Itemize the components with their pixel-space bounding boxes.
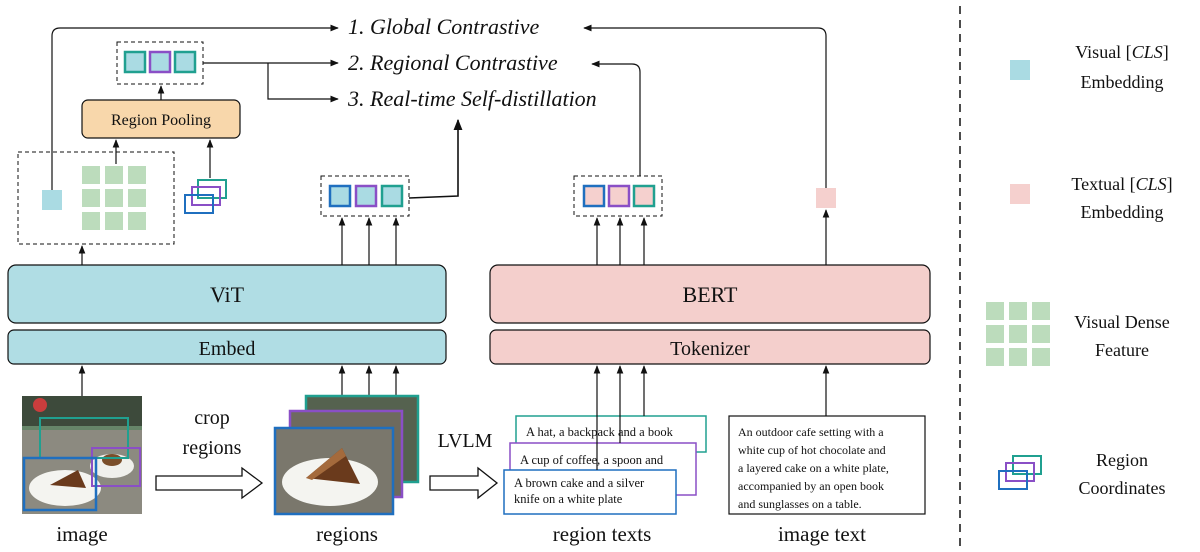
vit-region-group <box>320 175 410 217</box>
vit-output-group <box>17 151 175 245</box>
legend-visual-cls-label: Visual [CLS] <box>1075 42 1168 62</box>
vit-label: ViT <box>210 282 245 307</box>
tokenizer-block <box>489 329 931 365</box>
bert-region-emb-1 <box>582 184 606 208</box>
region-text-1: A hat, a backpack and a book <box>526 425 674 439</box>
region-pooling-label: Region Pooling <box>111 112 211 129</box>
legend-coords-label-2: Coordinates <box>1079 478 1166 498</box>
objective-distill: 3. Real-time Self-distillation <box>347 86 597 111</box>
caption-image-text: image text <box>778 522 866 546</box>
legend-textual-cls-swatch <box>1010 184 1030 204</box>
embed-block <box>7 329 447 365</box>
legend-coords-label: Region <box>1096 450 1148 470</box>
lvlm-label: LVLM <box>438 430 493 452</box>
objective-regional: 2. Regional Contrastive <box>348 50 558 75</box>
objective-global: 1. Global Contrastive <box>348 14 540 39</box>
textual-cls-token <box>816 188 836 208</box>
legend-dense-label: Visual Dense <box>1074 312 1169 332</box>
input-image <box>22 396 142 514</box>
image-text-3: a layered cake on a white plate, <box>738 461 889 475</box>
legend-coords-swatch <box>998 455 1042 490</box>
bert-region-group <box>573 175 663 217</box>
visual-dense-feature <box>82 166 146 230</box>
bert-region-emb-3 <box>632 184 656 208</box>
region-coordinates-icon <box>184 179 227 214</box>
regions-stack <box>273 394 420 516</box>
crop-arrow <box>155 466 264 500</box>
image-text-card <box>728 415 926 515</box>
crop-label-1: crop <box>194 407 230 429</box>
tokenizer-label: Tokenizer <box>670 338 750 360</box>
visual-cls-token <box>42 190 62 210</box>
caption-image: image <box>56 522 107 546</box>
region-text-4: knife on a white plate <box>514 492 623 506</box>
vit-region-emb-1 <box>328 184 352 208</box>
legend-dense-label-2: Feature <box>1095 340 1149 360</box>
bert-region-emb-2 <box>607 184 631 208</box>
legend-textual-cls-label: Textual [CLS] <box>1071 174 1172 194</box>
caption-regions: regions <box>316 522 378 546</box>
legend-textual-cls-label-2: Embedding <box>1081 202 1164 222</box>
region-text-cards: A hat, a backpack and a book A cup of co… <box>503 415 707 515</box>
bert-label: BERT <box>683 282 738 307</box>
image-text-1: An outdoor cafe setting with a <box>738 425 884 439</box>
vit-block <box>7 264 447 324</box>
vit-region-emb-2 <box>354 184 378 208</box>
legend-visual-cls-label-2: Embedding <box>1081 72 1164 92</box>
vit-region-emb-3 <box>380 184 404 208</box>
legend-dense-swatch <box>986 302 1050 366</box>
pooled-region-emb-3 <box>173 50 197 74</box>
region-text-3: A brown cake and a silver <box>514 476 645 490</box>
pooled-region-emb-2 <box>148 50 172 74</box>
crop-label-2: regions <box>183 437 242 459</box>
region-text-card-3 <box>503 469 677 515</box>
pooled-region-emb-1 <box>123 50 147 74</box>
caption-region-texts: region texts <box>553 522 652 546</box>
region-text-2: A cup of coffee, a spoon and <box>520 453 664 467</box>
embed-label: Embed <box>199 338 256 360</box>
lvlm-arrow <box>429 466 499 500</box>
bert-block <box>489 264 931 324</box>
image-text-2: white cup of hot chocolate and <box>738 443 886 457</box>
image-text-5: and sunglasses on a table. <box>738 497 862 511</box>
image-text-4: accompanied by an open book <box>738 479 884 493</box>
legend-visual-cls-swatch <box>1010 60 1030 80</box>
